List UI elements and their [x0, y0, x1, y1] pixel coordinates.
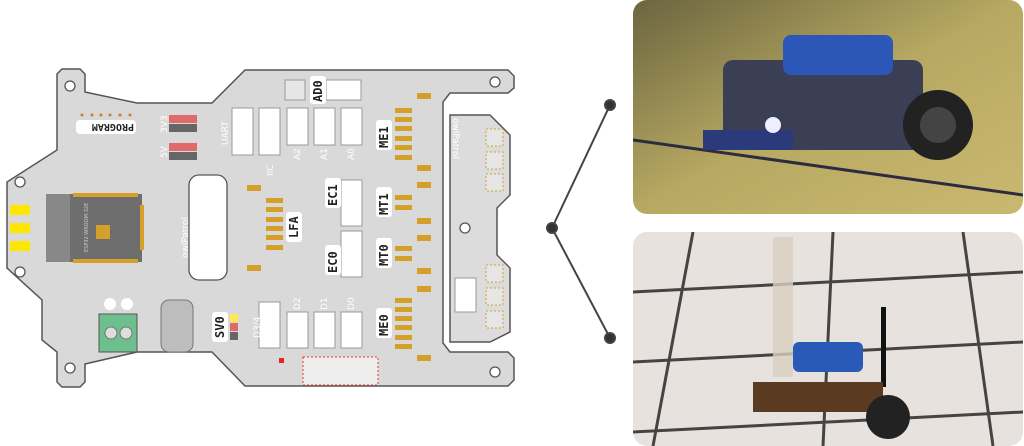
robot-photo-bottom: [633, 232, 1023, 446]
mt1-label: MT1: [377, 193, 391, 215]
led-indicators: [10, 205, 30, 251]
board-slot: [188, 174, 228, 281]
5v-label: 5V: [160, 145, 170, 158]
me1-label: ME1: [377, 126, 391, 148]
mounting-holes: [14, 76, 501, 378]
mt0-label: MT0: [377, 244, 391, 266]
module-label: ESP32-WROOM-32E: [84, 203, 90, 252]
iic-label: IIC: [266, 164, 276, 176]
robot-photo-top: [633, 0, 1023, 214]
switch[interactable]: [160, 299, 194, 353]
lfa-label: LFA: [287, 216, 301, 238]
me0-label: ME0: [377, 314, 391, 336]
d2-label: D2: [293, 297, 303, 310]
sensor-leds: [485, 128, 504, 329]
sv0-label: SV0: [213, 316, 227, 338]
battery-area: [302, 356, 379, 386]
d0-label: D0: [347, 297, 357, 310]
a1-label: A1: [320, 148, 330, 160]
pads: [247, 93, 431, 361]
ec1-label: EC1: [326, 184, 340, 206]
pcb-diagram: ESP32-WROOM-32E owlPatrol PROGRAM 3V3 5V: [6, 68, 616, 388]
a2-label: A2: [293, 148, 303, 160]
a0-label: A0: [347, 148, 357, 160]
robot-photo-bottom-image: [633, 232, 1023, 446]
callout-lines: [546, 99, 616, 344]
connectors: [231, 79, 477, 349]
ad0-label: AD0: [311, 80, 325, 102]
d1-label: D1: [320, 297, 330, 310]
power-headers: [169, 115, 197, 160]
ec0-label: EC0: [326, 251, 340, 273]
sensor-brand-label: owlPatrol: [450, 118, 460, 159]
uart-label: UART: [221, 121, 231, 145]
program-label: PROGRAM: [92, 121, 134, 132]
brand-label: owlPatrol: [181, 217, 191, 258]
d34-label: D3/4: [253, 316, 263, 338]
3v3-label: 3V3: [160, 115, 170, 133]
esp32-module: ESP32-WROOM-32E: [46, 193, 144, 263]
robot-photo-top-image: [633, 0, 1023, 214]
